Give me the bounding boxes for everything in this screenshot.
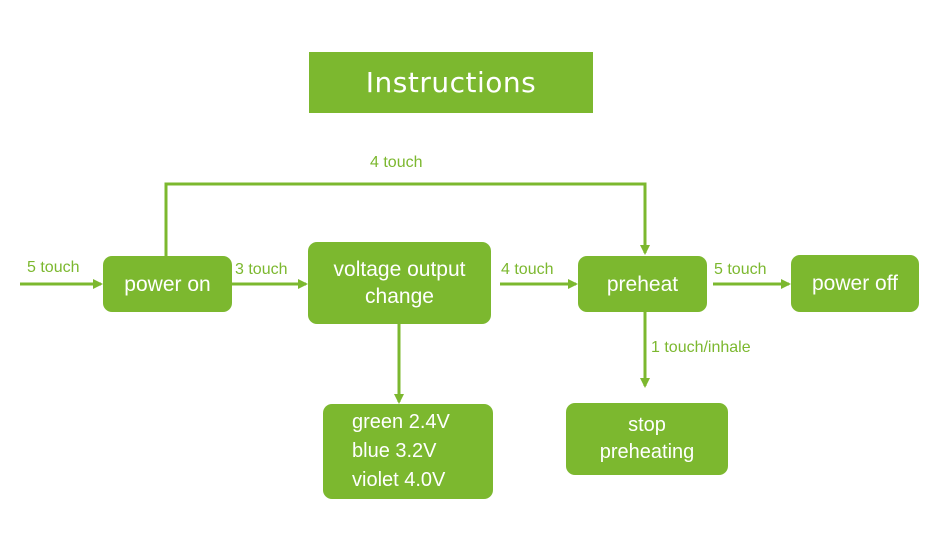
voltage-option-green: green 2.4V bbox=[352, 411, 450, 433]
edge-label-entry: 5 touch bbox=[27, 259, 80, 276]
node-power-on: power on bbox=[103, 256, 232, 312]
node-voltage-label-line1: voltage output bbox=[333, 258, 466, 281]
node-power-off: power off bbox=[791, 255, 919, 312]
node-stop-preheating: stop preheating bbox=[566, 403, 728, 475]
node-voltage-options: green 2.4V blue 3.2V violet 4.0V bbox=[323, 404, 493, 499]
edge-label-preheat-to-stop: 1 touch/inhale bbox=[651, 339, 751, 356]
voltage-option-violet: violet 4.0V bbox=[352, 469, 446, 491]
node-preheat-label: preheat bbox=[606, 272, 679, 296]
node-voltage-label-line2: change bbox=[365, 285, 434, 308]
edge-label-loop: 4 touch bbox=[370, 154, 423, 171]
node-stop-label-line1: stop bbox=[628, 414, 666, 436]
voltage-option-blue: blue 3.2V bbox=[352, 440, 437, 462]
page-title: Instructions bbox=[309, 52, 593, 113]
edge-label-preheat-to-off: 5 touch bbox=[714, 261, 767, 278]
edge-label-voltage-to-preheat: 4 touch bbox=[501, 261, 554, 278]
edge-label-on-to-voltage: 3 touch bbox=[235, 261, 288, 278]
node-power-on-label: power on bbox=[124, 272, 211, 296]
node-power-off-label: power off bbox=[812, 272, 898, 295]
node-stop-label-line2: preheating bbox=[599, 441, 695, 463]
node-voltage-output-change: voltage output change bbox=[308, 242, 491, 324]
node-preheat: preheat bbox=[578, 256, 707, 312]
arrow-power-on-loop-to-preheat bbox=[164, 182, 650, 256]
